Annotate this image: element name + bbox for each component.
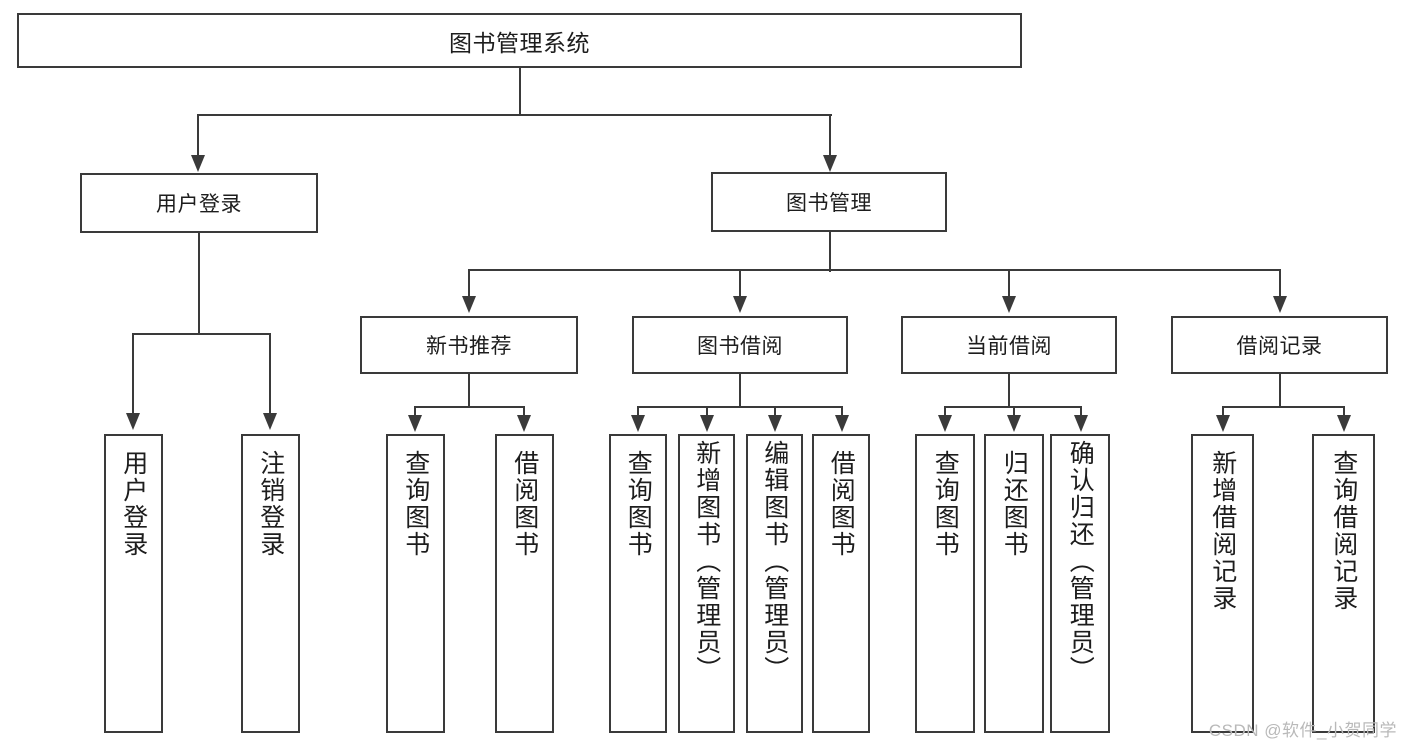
connector-current-to-leaf-1 xyxy=(944,406,947,418)
node-label: 图书管理 xyxy=(786,192,872,215)
node-new-book-recommend[interactable]: 新书推荐 xyxy=(360,316,578,374)
connector-root-to-login xyxy=(197,114,200,158)
connector-record-bar xyxy=(1222,406,1344,409)
arrow-root-to-login xyxy=(191,155,205,172)
leaf-label: 借阅图书 xyxy=(510,450,539,558)
connector-login-stem xyxy=(198,233,201,335)
leaf-label: 新增借阅记录 xyxy=(1208,450,1237,612)
leaf-label: 注销登录 xyxy=(256,450,285,558)
connector-borrow-to-leaf-1 xyxy=(637,406,640,418)
leaf-label: 查询图书 xyxy=(624,450,653,558)
connector-borrow-bar xyxy=(637,406,842,409)
arrow-newrec-to-leaf-1 xyxy=(408,415,422,432)
connector-record-to-leaf-2 xyxy=(1343,406,1346,418)
connector-borrow-to-leaf-4 xyxy=(841,406,844,418)
leaf-label: 查询借阅记录 xyxy=(1329,450,1358,612)
connector-newrec-bar xyxy=(414,406,524,409)
connector-newrec-to-leaf-1 xyxy=(414,406,417,418)
connector-root-to-bookmgr xyxy=(829,114,832,158)
arrow-bookmgr-to-record xyxy=(1273,296,1287,313)
leaf-newrec-borrow-book[interactable]: 借阅图书 xyxy=(495,434,554,733)
arrow-login-to-leaf-1 xyxy=(126,413,140,430)
node-book-borrow[interactable]: 图书借阅 xyxy=(632,316,848,374)
connector-bookmgr-bar xyxy=(468,269,1280,272)
leaf-label: 归还图书 xyxy=(1000,450,1029,558)
leaf-label: 用户登录 xyxy=(119,450,148,558)
leaf-record-add-record[interactable]: 新增借阅记录 xyxy=(1191,434,1254,733)
connector-root-bar xyxy=(197,114,832,117)
connector-current-to-leaf-2 xyxy=(1013,406,1016,418)
connector-login-to-leaf-1 xyxy=(132,333,135,416)
arrow-borrow-to-leaf-1 xyxy=(631,415,645,432)
leaf-label: 查询图书 xyxy=(931,450,960,558)
node-user-login[interactable]: 用户登录 xyxy=(80,173,318,233)
leaf-logout[interactable]: 注销登录 xyxy=(241,434,300,733)
leaf-current-query-book[interactable]: 查询图书 xyxy=(915,434,975,733)
connector-bookmgr-stem xyxy=(829,232,832,272)
leaf-current-confirm-return-admin[interactable]: 确认归还（管理员） xyxy=(1050,434,1110,733)
connector-borrow-to-leaf-3 xyxy=(774,406,777,418)
leaf-newrec-query-book[interactable]: 查询图书 xyxy=(386,434,445,733)
arrow-bookmgr-to-current xyxy=(1002,296,1016,313)
leaf-borrow-borrow-book[interactable]: 借阅图书 xyxy=(812,434,870,733)
arrow-root-to-bookmgr xyxy=(823,155,837,172)
connector-bookmgr-to-current xyxy=(1008,269,1011,299)
arrow-borrow-to-leaf-2 xyxy=(700,415,714,432)
connector-current-to-leaf-3 xyxy=(1080,406,1083,418)
node-label: 用户登录 xyxy=(156,193,242,216)
arrow-bookmgr-to-newrec xyxy=(462,296,476,313)
arrow-current-to-leaf-1 xyxy=(938,415,952,432)
connector-root-stem xyxy=(519,67,522,116)
leaf-label: 新增图书（管理员） xyxy=(692,440,721,683)
arrow-current-to-leaf-3 xyxy=(1074,415,1088,432)
leaf-user-login[interactable]: 用户登录 xyxy=(104,434,163,733)
connector-bookmgr-to-newrec xyxy=(468,269,471,299)
leaf-label: 查询图书 xyxy=(401,450,430,558)
arrow-newrec-to-leaf-2 xyxy=(517,415,531,432)
connector-record-stem xyxy=(1279,374,1282,408)
leaf-current-return-book[interactable]: 归还图书 xyxy=(984,434,1044,733)
connector-current-stem xyxy=(1008,374,1011,408)
arrow-borrow-to-leaf-4 xyxy=(835,415,849,432)
leaf-label: 编辑图书（管理员） xyxy=(760,440,789,683)
connector-bookmgr-to-borrow xyxy=(739,269,742,299)
connector-record-to-leaf-1 xyxy=(1222,406,1225,418)
arrow-record-to-leaf-2 xyxy=(1337,415,1351,432)
csdn-watermark: CSDN @软件_小贺同学 xyxy=(1208,721,1397,740)
connector-borrow-stem xyxy=(739,374,742,408)
arrow-login-to-leaf-2 xyxy=(263,413,277,430)
arrow-record-to-leaf-1 xyxy=(1216,415,1230,432)
node-label: 借阅记录 xyxy=(1236,335,1323,358)
connector-newrec-to-leaf-2 xyxy=(523,406,526,418)
connector-borrow-to-leaf-2 xyxy=(706,406,709,418)
node-label: 图书借阅 xyxy=(697,335,783,358)
leaf-borrow-edit-book-admin[interactable]: 编辑图书（管理员） xyxy=(746,434,803,733)
leaf-borrow-query-book[interactable]: 查询图书 xyxy=(609,434,667,733)
node-label: 当前借阅 xyxy=(966,335,1052,358)
node-current-borrow[interactable]: 当前借阅 xyxy=(901,316,1117,374)
node-book-management[interactable]: 图书管理 xyxy=(711,172,947,232)
node-label: 图书管理系统 xyxy=(449,29,590,56)
leaf-record-query-record[interactable]: 查询借阅记录 xyxy=(1312,434,1375,733)
connector-bookmgr-to-record xyxy=(1279,269,1282,299)
node-book-management-system[interactable]: 图书管理系统 xyxy=(17,13,1022,68)
connector-current-bar xyxy=(944,406,1081,409)
leaf-borrow-add-book-admin[interactable]: 新增图书（管理员） xyxy=(678,434,735,733)
leaf-label: 借阅图书 xyxy=(827,450,856,558)
connector-login-bar xyxy=(132,333,270,336)
node-borrow-record[interactable]: 借阅记录 xyxy=(1171,316,1388,374)
arrow-current-to-leaf-2 xyxy=(1007,415,1021,432)
arrow-bookmgr-to-borrow xyxy=(733,296,747,313)
arrow-borrow-to-leaf-3 xyxy=(768,415,782,432)
node-label: 新书推荐 xyxy=(426,335,512,358)
leaf-label: 确认归还（管理员） xyxy=(1066,440,1095,683)
connector-newrec-stem xyxy=(468,374,471,408)
connector-login-to-leaf-2 xyxy=(269,333,272,416)
